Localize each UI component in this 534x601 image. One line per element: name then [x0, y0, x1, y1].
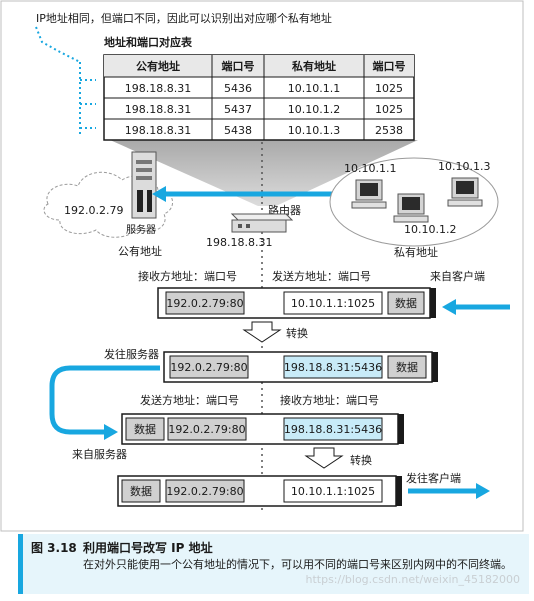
table-cell: 10.10.1.1: [288, 82, 340, 95]
convert-arrow: [242, 321, 282, 343]
server-loop-arrowhead: [104, 424, 118, 440]
table-header: 私有地址: [292, 59, 336, 73]
address-port-table: 公有地址 端口号 私有地址 端口号 198.18.8.31 5436 10.10…: [103, 54, 415, 141]
packet-3-dest: [283, 417, 383, 441]
table-cell: 5436: [224, 82, 252, 95]
table-header: 端口号: [373, 59, 406, 73]
pc-icon: [393, 193, 429, 223]
router-icon: [230, 213, 294, 233]
table-cell: 5437: [224, 103, 252, 116]
packet-edge: [430, 288, 436, 318]
table-cell: 198.18.8.31: [125, 103, 191, 116]
public-label: 公有地址: [118, 244, 162, 258]
nat-diagram: IP地址相同，但端口不同，因此可以识别出对应哪个私有地址 地址和端口对应表 公有…: [0, 0, 524, 532]
caption-body: 在对外只能使用一个公有地址的情况下，可以用不同的端口号来区别内网中的不同终端。: [83, 558, 512, 571]
convert-label-2: 转换: [350, 453, 372, 467]
from-server-label: 来自服务器: [72, 448, 127, 461]
table-cell: 10.10.1.2: [288, 103, 340, 116]
caption-title: 利用端口号改写 IP 地址: [83, 541, 213, 555]
packet-4-src-text: 192.0.2.79:80: [166, 485, 243, 498]
packet-2-data: [387, 355, 427, 379]
table-cell: 1025: [375, 82, 403, 95]
packet-2-dest-text: 192.0.2.79:80: [170, 361, 247, 374]
to-server-label: 发往服务器: [104, 347, 159, 361]
packet-3-src: [167, 417, 247, 441]
watermark: https://blog.csdn.net/weixin_45182000: [305, 573, 520, 586]
caption-label: 图 3.18: [31, 541, 77, 555]
packet-1-data-text: 数据: [395, 296, 417, 310]
figure-caption: 图 3.18 利用端口号改写 IP 地址 在对外只能使用一个公有地址的情况下，可…: [18, 534, 529, 594]
table-cell: 10.10.1.3: [288, 124, 340, 137]
packet-3-data-text: 数据: [134, 422, 156, 436]
send-label-2: 发送方地址：端口号: [140, 393, 239, 407]
note-leader-ticks: [80, 79, 96, 129]
recv-label-2: 接收方地址：端口号: [280, 393, 379, 407]
packet-1-src: [283, 291, 383, 315]
server-icon: [131, 151, 157, 219]
private-label: 私有地址: [394, 245, 438, 259]
from-client-label: 来自客户端: [430, 269, 485, 283]
to-client-label: 发往客户端: [406, 471, 461, 485]
packet-1-dest-text: 192.0.2.79:80: [166, 297, 243, 310]
send-label: 发送方地址：端口号: [272, 269, 371, 283]
packet-edge: [432, 352, 438, 382]
packet-4-dest: [283, 479, 383, 503]
link-arrowhead: [152, 186, 166, 202]
router-ip: 198.18.8.31: [206, 236, 272, 249]
packet-4-dest-text: 10.10.1.1:1025: [291, 485, 375, 498]
table-cell: 1025: [375, 103, 403, 116]
pc-icon: [447, 177, 483, 207]
table-beam: [110, 140, 418, 206]
pc-icon: [351, 179, 387, 209]
packet-3-data: [125, 417, 165, 441]
top-note: IP地址相同，但端口不同，因此可以识别出对应哪个私有地址: [36, 11, 332, 25]
packet-4-src: [165, 479, 245, 503]
table-header-bg: [104, 55, 414, 77]
packet-4-data: [121, 479, 161, 503]
packet-2-src: [283, 355, 383, 379]
packet-2-dest: [169, 355, 249, 379]
packet-2-data-text: 数据: [396, 360, 418, 374]
server-ip: 192.0.2.79: [64, 204, 123, 217]
recv-label: 接收方地址：端口号: [138, 269, 237, 283]
table-title: 地址和端口对应表: [104, 35, 193, 49]
packet-2-src-text: 198.18.8.31:5436: [284, 361, 382, 374]
note-leader: [35, 26, 81, 63]
packet-1-dest: [165, 291, 245, 315]
table-cell: 5438: [224, 124, 252, 137]
server-label: 服务器: [126, 223, 156, 236]
pc3-ip: 10.10.1.3: [438, 160, 490, 173]
outer-frame: [0, 0, 524, 532]
table-cell: 198.18.8.31: [125, 82, 191, 95]
packet-4-data-text: 数据: [130, 484, 152, 498]
table-cell: 2538: [375, 124, 403, 137]
packet-edge: [396, 476, 402, 506]
table-header: 端口号: [222, 59, 255, 73]
pc1-ip: 10.10.1.1: [344, 162, 396, 175]
packet-1-data: [387, 291, 425, 315]
pc2-ip: 10.10.1.2: [404, 223, 456, 236]
table-cell: 198.18.8.31: [125, 124, 191, 137]
from-client-arrowhead: [442, 299, 456, 315]
to-client-arrowhead: [476, 483, 490, 499]
packet-1-src-text: 10.10.1.1:1025: [291, 297, 375, 310]
packet-edge: [398, 414, 404, 444]
packet-3-dest-text: 198.18.8.31:5436: [284, 423, 382, 436]
convert-label: 转换: [286, 326, 308, 340]
table-header: 公有地址: [136, 59, 180, 73]
server-loop-arrow: [49, 365, 160, 435]
convert-arrow: [304, 447, 344, 469]
packet-3-src-text: 192.0.2.79:80: [168, 423, 245, 436]
